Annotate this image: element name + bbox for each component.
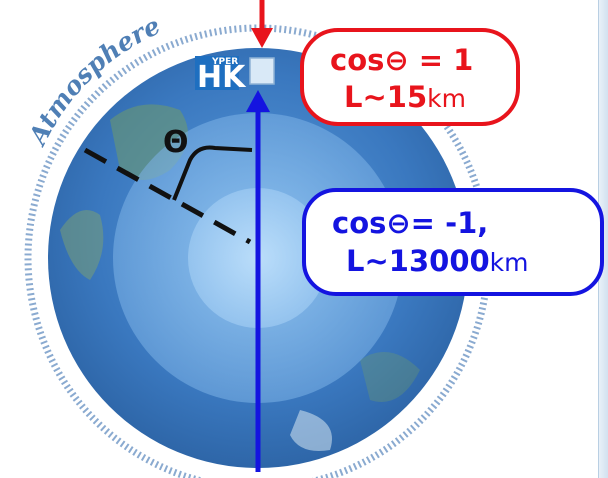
landmass bbox=[60, 210, 104, 280]
detector-box bbox=[249, 57, 275, 85]
downward-arrowhead bbox=[251, 28, 273, 48]
angle-arc bbox=[172, 145, 253, 201]
svg-text:YPER: YPER bbox=[211, 57, 238, 67]
downward-callout: cos⊖ = 1 L~15km bbox=[300, 28, 520, 126]
hyper-k-logo: HK YPER bbox=[195, 56, 247, 95]
angle-symbol: Θ bbox=[163, 125, 189, 160]
landmass bbox=[360, 352, 420, 402]
upward-callout: cos⊖= -1, L~13000km bbox=[302, 188, 604, 296]
upward-path-length: L~13000km bbox=[346, 244, 529, 278]
downward-path-length: L~15km bbox=[344, 80, 466, 114]
landmass bbox=[290, 410, 332, 451]
incident-angle-line bbox=[83, 147, 252, 245]
upward-cos-label: cos⊖= -1, bbox=[332, 206, 489, 240]
downward-cos-label: cos⊖ = 1 bbox=[330, 43, 474, 77]
svg-text:HK: HK bbox=[197, 60, 247, 95]
upward-arrowhead bbox=[246, 90, 270, 112]
